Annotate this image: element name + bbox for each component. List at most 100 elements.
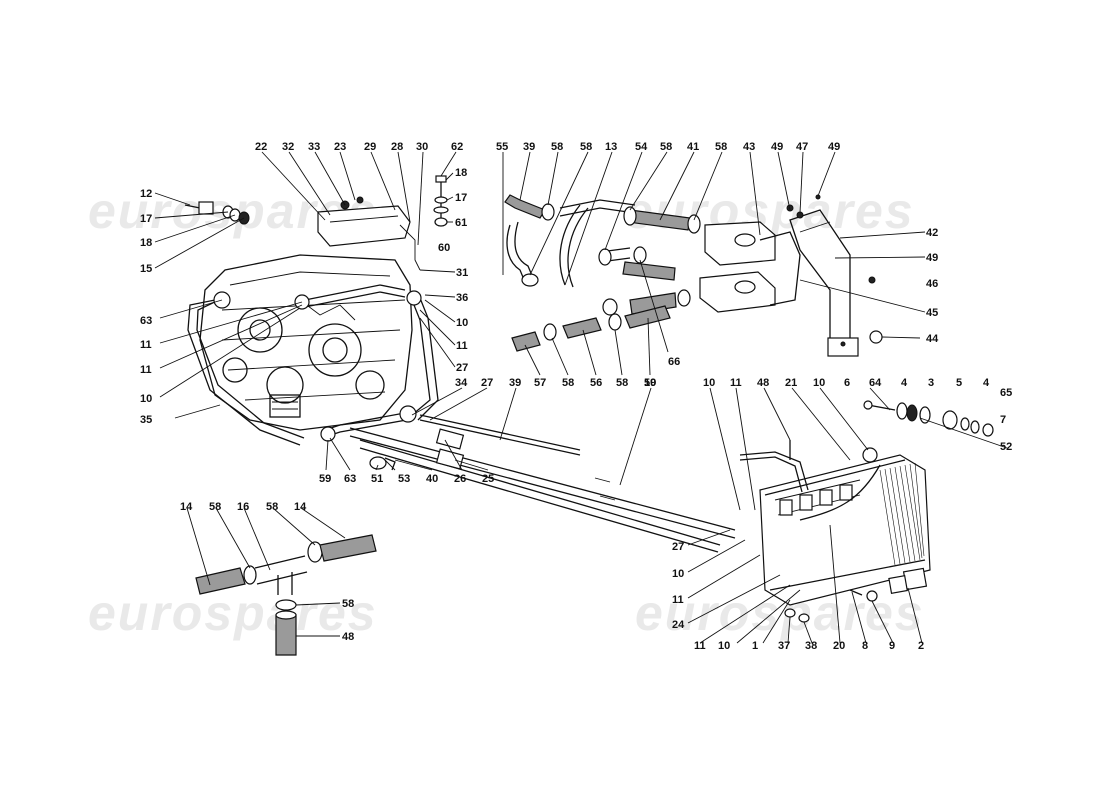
callout-29: 29 — [364, 141, 376, 153]
callout-14: 14 — [180, 501, 193, 513]
engine-pipes — [187, 284, 439, 446]
callout-53: 53 — [398, 473, 410, 485]
callout-33: 33 — [308, 141, 320, 153]
callout-28: 28 — [391, 141, 403, 153]
callout-58: 58 — [660, 141, 672, 153]
callout-52: 52 — [1000, 441, 1012, 453]
leader-lines — [154, 151, 1008, 644]
callout-4: 4 — [983, 377, 990, 389]
callout-20: 20 — [833, 640, 845, 652]
callout-10: 10 — [813, 377, 825, 389]
fitting-51-53 — [369, 456, 396, 471]
callout-11: 11 — [694, 640, 706, 652]
callout-58: 58 — [209, 501, 221, 513]
callout-6: 6 — [844, 377, 850, 389]
callout-17: 17 — [140, 213, 152, 225]
callout-11: 11 — [730, 377, 742, 389]
callout-8: 8 — [862, 640, 868, 652]
callout-39: 39 — [509, 377, 521, 389]
screw-stack — [433, 175, 449, 227]
callout-10: 10 — [140, 393, 152, 405]
callout-60: 60 — [438, 242, 450, 254]
callout-66: 66 — [668, 356, 680, 368]
callout-27: 27 — [672, 541, 684, 553]
loose-hoses — [511, 305, 671, 352]
callout-40: 40 — [426, 473, 438, 485]
callout-26: 26 — [454, 473, 466, 485]
callout-54: 54 — [635, 141, 648, 153]
callout-62: 62 — [451, 141, 463, 153]
callout-23: 23 — [334, 141, 346, 153]
watermark-bottom-left: eurospares — [88, 585, 378, 641]
callout-37: 37 — [778, 640, 790, 652]
callout-22: 22 — [255, 141, 267, 153]
callout-10: 10 — [703, 377, 715, 389]
t-junction-assembly — [195, 534, 377, 656]
callout-58: 58 — [616, 377, 628, 389]
callout-30: 30 — [416, 141, 428, 153]
bypass-pipe — [739, 440, 809, 493]
callout-58: 58 — [715, 141, 727, 153]
callout-17: 17 — [455, 192, 467, 204]
callout-49: 49 — [926, 252, 938, 264]
callout-27: 27 — [481, 377, 493, 389]
callout-18: 18 — [455, 167, 467, 179]
callout-58: 58 — [562, 377, 574, 389]
callout-63: 63 — [344, 473, 356, 485]
callout-11: 11 — [140, 339, 152, 351]
callout-55: 55 — [496, 141, 508, 153]
callout-10: 10 — [456, 317, 468, 329]
callout-58: 58 — [342, 598, 354, 610]
callout-11: 11 — [140, 364, 152, 376]
callout-19: 19 — [644, 377, 656, 389]
engine-block — [199, 254, 413, 431]
callout-24: 24 — [672, 619, 685, 631]
callout-48: 48 — [757, 377, 769, 389]
callout-49: 49 — [771, 141, 783, 153]
callout-31: 31 — [456, 267, 468, 279]
callout-5: 5 — [956, 377, 962, 389]
callout-58: 58 — [551, 141, 563, 153]
callout-49: 49 — [828, 141, 840, 153]
callout-25: 25 — [482, 473, 494, 485]
callout-36: 36 — [456, 292, 468, 304]
callout-59: 59 — [319, 473, 331, 485]
callout-3: 3 — [928, 377, 934, 389]
callout-10: 10 — [718, 640, 730, 652]
callout-27: 27 — [456, 362, 468, 374]
thermostat-block — [699, 221, 801, 313]
callout-58: 58 — [266, 501, 278, 513]
callout-39: 39 — [523, 141, 535, 153]
callout-1: 1 — [752, 640, 758, 652]
callout-56: 56 — [590, 377, 602, 389]
callout-9: 9 — [889, 640, 895, 652]
callout-63: 63 — [140, 315, 152, 327]
radiator-bottom-parts — [784, 567, 928, 623]
callout-32: 32 — [282, 141, 294, 153]
callout-10: 10 — [672, 568, 684, 580]
bolts-44-46 — [868, 276, 883, 344]
callout-64: 64 — [869, 377, 882, 389]
callout-46: 46 — [926, 278, 938, 290]
callout-18: 18 — [140, 237, 152, 249]
radiator — [759, 447, 931, 606]
callout-2: 2 — [918, 640, 924, 652]
callout-38: 38 — [805, 640, 817, 652]
expansion-tank — [317, 196, 421, 271]
callout-45: 45 — [926, 307, 938, 319]
callout-13: 13 — [605, 141, 617, 153]
callout-labels: 22 32 33 23 29 28 30 62 18 17 61 60 31 3… — [140, 141, 1012, 652]
callout-43: 43 — [743, 141, 755, 153]
callout-61: 61 — [455, 217, 467, 229]
callout-47: 47 — [796, 141, 808, 153]
callout-12: 12 — [140, 188, 152, 200]
callout-50: 50 — [644, 377, 656, 389]
callout-57: 57 — [534, 377, 546, 389]
mount-parts — [863, 400, 994, 437]
callout-7: 7 — [1000, 414, 1006, 426]
callout-14: 14 — [294, 501, 307, 513]
callout-15: 15 — [140, 263, 152, 275]
callout-16: 16 — [237, 501, 249, 513]
callout-41: 41 — [687, 141, 699, 153]
